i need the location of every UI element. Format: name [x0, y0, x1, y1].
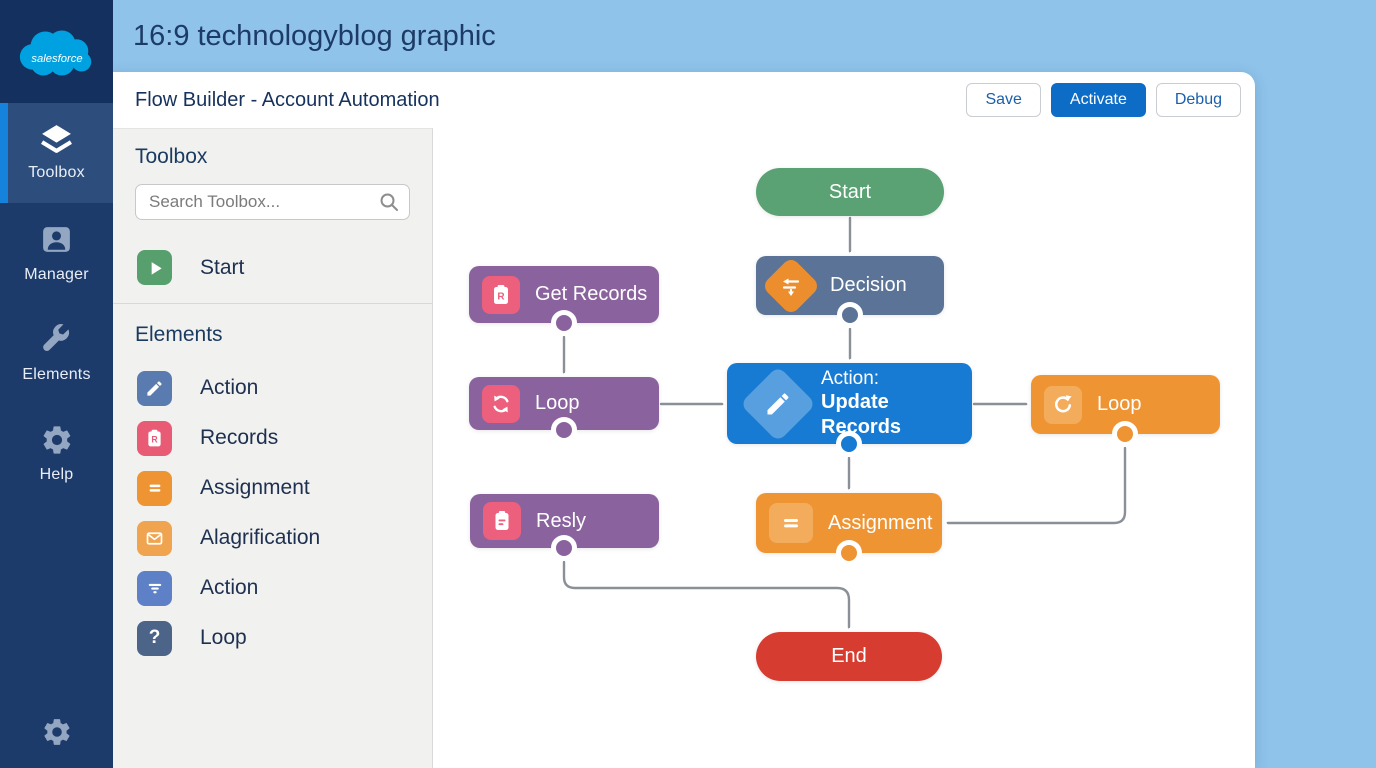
- left-sidebar: Toolbox Manager Elements Help: [0, 103, 113, 768]
- pencil-icon: [137, 370, 172, 406]
- element-label: Records: [200, 426, 279, 449]
- clipboard-icon: [483, 502, 521, 540]
- sidebar-item-label: Help: [39, 465, 74, 483]
- connector-port-get-records[interactable]: [551, 310, 577, 336]
- connector-port-decision[interactable]: [837, 302, 863, 328]
- flow-connectors: [433, 216, 1127, 768]
- page-title: 16:9 technologyblog graphic: [133, 20, 496, 52]
- sidebar-item-elements[interactable]: Elements: [0, 303, 113, 403]
- flow-builder-title: Flow Builder - Account Automation: [135, 88, 440, 111]
- toolbox-search: [135, 184, 410, 220]
- flow-node-start[interactable]: Start: [756, 168, 944, 216]
- envelope-icon: [137, 520, 172, 556]
- element-item-records[interactable]: R Records: [113, 413, 432, 463]
- salesforce-logo-text: salesforce: [31, 52, 82, 64]
- activate-button[interactable]: Activate: [1050, 83, 1146, 117]
- node-label: Loop: [1097, 393, 1142, 415]
- node-label: Action: Update Records: [821, 367, 972, 441]
- connector-port-action[interactable]: [836, 431, 862, 457]
- sidebar-item-manager[interactable]: Manager: [0, 203, 113, 303]
- toolbox-heading: Toolbox: [135, 145, 208, 168]
- node-label: Loop: [535, 392, 580, 414]
- magnifier-icon: [380, 193, 398, 211]
- flow-node-action-update-records[interactable]: Action: Update Records: [727, 363, 972, 444]
- flow-builder-panel: Flow Builder - Account Automation Save A…: [113, 72, 1255, 768]
- divider: [113, 303, 432, 304]
- element-label: Loop: [200, 626, 247, 649]
- element-item-action[interactable]: Action: [113, 363, 432, 413]
- salesforce-logo: salesforce: [0, 0, 113, 103]
- element-item-action-2[interactable]: Action: [113, 563, 432, 613]
- element-label: Assignment: [200, 476, 310, 499]
- element-item-loop[interactable]: ? Loop: [113, 613, 432, 663]
- filter-icon: [137, 570, 172, 606]
- toolbox-panel: Toolbox Start Elements: [113, 128, 433, 768]
- refresh-icon: [482, 384, 520, 423]
- node-label: Resly: [536, 509, 587, 532]
- sidebar-settings-button[interactable]: [0, 716, 113, 748]
- node-label: Start: [828, 180, 872, 203]
- gear-icon: [43, 719, 69, 745]
- element-label: Action: [200, 376, 259, 399]
- node-label: Decision: [830, 274, 907, 296]
- flow-node-end[interactable]: End: [756, 632, 942, 681]
- equals-icon: [137, 470, 172, 506]
- svg-text:R: R: [497, 291, 505, 302]
- elements-heading: Elements: [135, 323, 223, 346]
- connector-port-assignment[interactable]: [836, 540, 862, 566]
- toolbox-start-label: Start: [200, 255, 245, 279]
- header-buttons: Save Activate Debug: [966, 83, 1241, 117]
- elements-list: Action R Records: [113, 363, 432, 663]
- redo-icon: [1044, 385, 1082, 424]
- salesforce-cloud-icon: salesforce: [19, 29, 91, 75]
- pencil-diamond-icon: [739, 365, 817, 442]
- save-button[interactable]: Save: [966, 83, 1041, 117]
- node-label: Get Records: [535, 283, 648, 305]
- sidebar-item-toolbox[interactable]: Toolbox: [0, 103, 113, 203]
- sidebar-item-help[interactable]: Help: [0, 403, 113, 503]
- connector-port-resly[interactable]: [551, 535, 577, 561]
- element-label: Action: [200, 576, 259, 599]
- debug-button[interactable]: Debug: [1155, 83, 1241, 117]
- search-input[interactable]: [135, 184, 410, 220]
- element-item-alagrification[interactable]: Alagrification: [113, 513, 432, 563]
- node-label: End: [831, 645, 867, 667]
- wrench-icon: [43, 324, 70, 351]
- sidebar-item-label: Elements: [22, 366, 91, 383]
- records-clipboard-icon: R: [482, 275, 520, 314]
- sidebar-item-label: Toolbox: [28, 164, 85, 181]
- sidebar-item-label: Manager: [24, 266, 89, 283]
- action-label-prefix: Action:: [821, 367, 880, 389]
- connector-port-loop-right[interactable]: [1112, 421, 1138, 447]
- person-icon: [43, 227, 70, 252]
- element-item-assignment[interactable]: Assignment: [113, 463, 432, 513]
- svg-text:R: R: [151, 434, 158, 444]
- equals-icon: [769, 503, 813, 543]
- toolbox-start-item[interactable]: Start: [137, 250, 432, 303]
- decision-diamond-icon: [761, 255, 821, 316]
- gear-icon: [43, 425, 70, 454]
- layers-icon: [41, 125, 72, 153]
- flow-builder-header: Flow Builder - Account Automation Save A…: [113, 72, 1255, 128]
- connector-port-loop-left[interactable]: [551, 417, 577, 443]
- flow-canvas[interactable]: Start Decision: [433, 128, 1255, 768]
- question-icon: ?: [137, 620, 172, 656]
- node-label: Assignment: [828, 511, 933, 534]
- records-clipboard-icon: R: [137, 420, 172, 456]
- element-label: Alagrification: [200, 526, 321, 549]
- play-icon: [137, 250, 172, 285]
